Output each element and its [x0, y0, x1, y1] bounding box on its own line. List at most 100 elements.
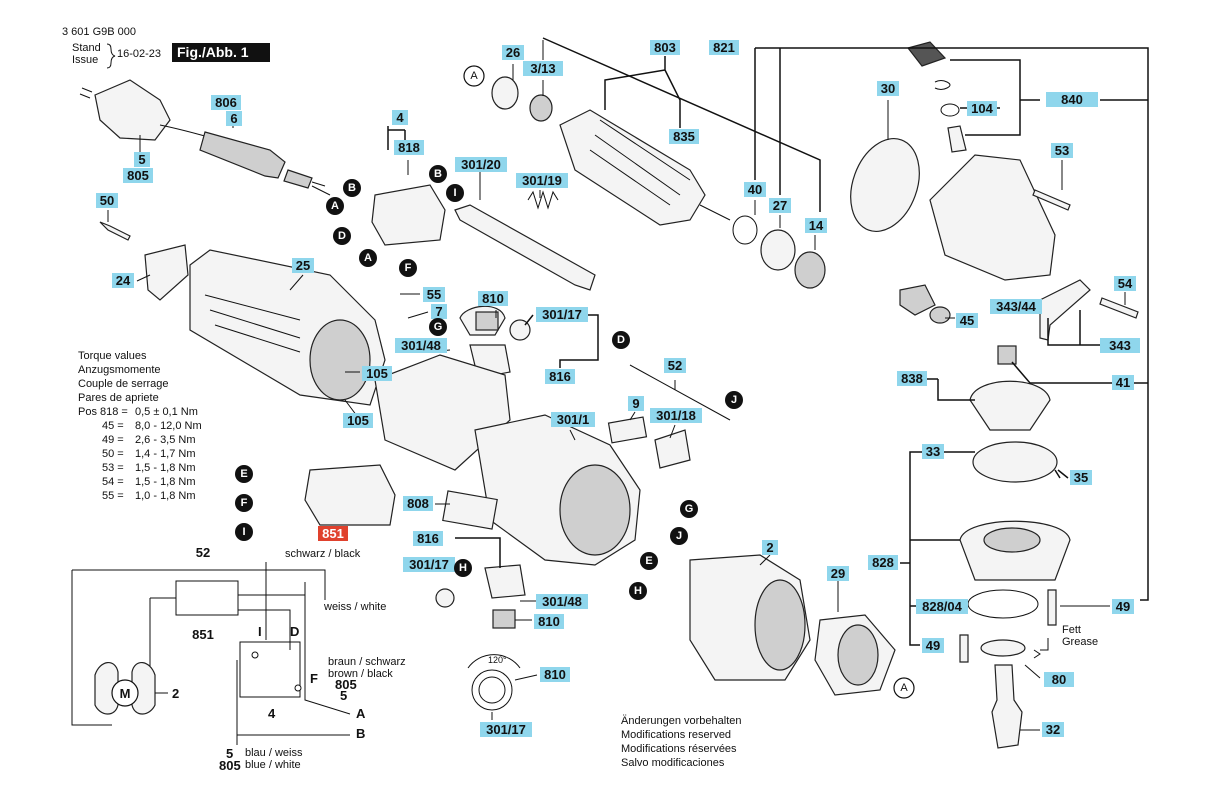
svg-text:828: 828	[872, 555, 894, 570]
svg-text:25: 25	[296, 258, 310, 273]
issue-label: Issue	[72, 54, 98, 66]
svg-text:B: B	[348, 182, 356, 194]
svg-text:54: 54	[1118, 276, 1133, 291]
part-label-29: 29	[827, 566, 849, 581]
svg-text:29: 29	[831, 566, 845, 581]
svg-text:343/44: 343/44	[996, 299, 1037, 314]
svg-text:H: H	[459, 562, 467, 574]
part-drawings	[79, 41, 1139, 749]
part-label-816a: 816	[545, 369, 575, 384]
svg-text:301/19: 301/19	[522, 173, 562, 188]
svg-text:I: I	[242, 526, 245, 538]
svg-text:A: A	[364, 252, 372, 264]
knob-icon	[899, 284, 936, 316]
spring-angle: 120°	[488, 655, 507, 665]
label-plate-icon	[442, 490, 498, 530]
svg-text:33: 33	[926, 444, 940, 459]
torque-val: 2,6 - 3,5 Nm	[135, 434, 196, 446]
svg-text:851: 851	[322, 526, 344, 541]
callout-i: I	[235, 523, 253, 541]
holder-icon	[654, 429, 691, 469]
carbon-brush-lower-icon	[492, 609, 516, 629]
notice-es: Salvo modificaciones	[621, 757, 725, 769]
svg-text:9: 9	[632, 396, 639, 411]
part-label-808: 808	[403, 496, 433, 511]
svg-text:24: 24	[116, 273, 131, 288]
part-label-301-48b: 301/48	[536, 594, 588, 609]
screw-icon	[99, 221, 131, 241]
wire-brown-en-label: brown / black	[328, 668, 393, 680]
part-label-33: 33	[922, 444, 944, 459]
svg-text:55: 55	[427, 287, 441, 302]
wire-white-label: weiss / white	[323, 601, 386, 613]
wiring-5b: 5	[226, 746, 233, 761]
svg-text:821: 821	[713, 40, 735, 55]
svg-text:A: A	[900, 682, 908, 694]
armature-windings-icon	[589, 119, 691, 206]
wire-blue-label: blau / weiss	[245, 747, 303, 759]
callout-e: E	[640, 552, 658, 570]
torque-val: 1,4 - 1,7 Nm	[135, 448, 196, 460]
part-label-104: 104	[967, 101, 997, 116]
switch-pin-d: D	[290, 624, 299, 639]
part-label-2: 2	[762, 540, 778, 555]
svg-text:2: 2	[766, 540, 773, 555]
part-label-7: 7	[431, 304, 447, 319]
part-label-41: 41	[1112, 375, 1134, 390]
svg-text:G: G	[434, 321, 443, 333]
svg-text:D: D	[338, 230, 346, 242]
torque-pos: 54 =	[102, 476, 124, 488]
part-label-54: 54	[1114, 276, 1136, 291]
wiring-lines	[265, 562, 351, 715]
svg-text:A: A	[331, 200, 339, 212]
svg-text:803: 803	[654, 40, 676, 55]
modification-notice: Änderungen vorbehalten Modifications res…	[621, 715, 741, 769]
screw-49-icon	[1047, 589, 1057, 626]
terminal-b: B	[356, 726, 365, 741]
grease-de: Fett	[1062, 624, 1081, 636]
leader-line	[289, 274, 304, 291]
ring-icon	[760, 229, 796, 271]
torque-pos: 45 =	[102, 420, 124, 432]
part-label-301-17c: 301/17	[480, 722, 532, 737]
leader-line	[900, 451, 960, 646]
svg-text:5: 5	[138, 152, 145, 167]
part-number: 3 601 G9B 000	[62, 26, 136, 38]
plug-pins-icon	[79, 87, 93, 99]
svg-text:50: 50	[100, 193, 114, 208]
leader-line	[569, 429, 576, 441]
stator-bore-icon	[754, 579, 806, 671]
figure-label: Fig./Abb. 1	[177, 44, 249, 60]
slide-bar-icon	[454, 204, 596, 291]
callout-a-white: A	[463, 65, 485, 87]
part-label-6: 6	[226, 111, 242, 126]
svg-text:810: 810	[482, 291, 504, 306]
svg-text:D: D	[617, 334, 625, 346]
callout-b: B	[429, 165, 447, 183]
svg-text:810: 810	[538, 614, 560, 629]
callout-h: H	[454, 559, 472, 577]
cable-clamp-icon	[144, 244, 189, 301]
leader-line	[455, 537, 501, 568]
part-label-3-13: 3/13	[523, 61, 563, 76]
svg-text:A: A	[470, 70, 478, 82]
part-label-30: 30	[877, 81, 899, 96]
part-label-828: 828	[868, 555, 898, 570]
svg-text:301/20: 301/20	[461, 157, 501, 172]
callout-d: D	[612, 331, 630, 349]
wiring-805a: 805	[335, 677, 357, 692]
switch-symbol-box	[239, 641, 301, 698]
svg-text:835: 835	[673, 129, 695, 144]
part-label-105a: 105	[362, 366, 392, 381]
part-label-810a: 810	[478, 291, 508, 306]
callout-g: G	[429, 318, 447, 336]
part-label-301-48a: 301/48	[395, 338, 447, 353]
lock-spring-icon	[934, 80, 951, 90]
svg-text:808: 808	[407, 496, 429, 511]
part-label-343: 343	[1100, 338, 1140, 353]
gear-head-housing-icon	[929, 154, 1056, 281]
part-label-9: 9	[628, 396, 644, 411]
screw-54-icon	[1099, 297, 1139, 319]
brush-cap-lower-icon	[435, 588, 455, 608]
